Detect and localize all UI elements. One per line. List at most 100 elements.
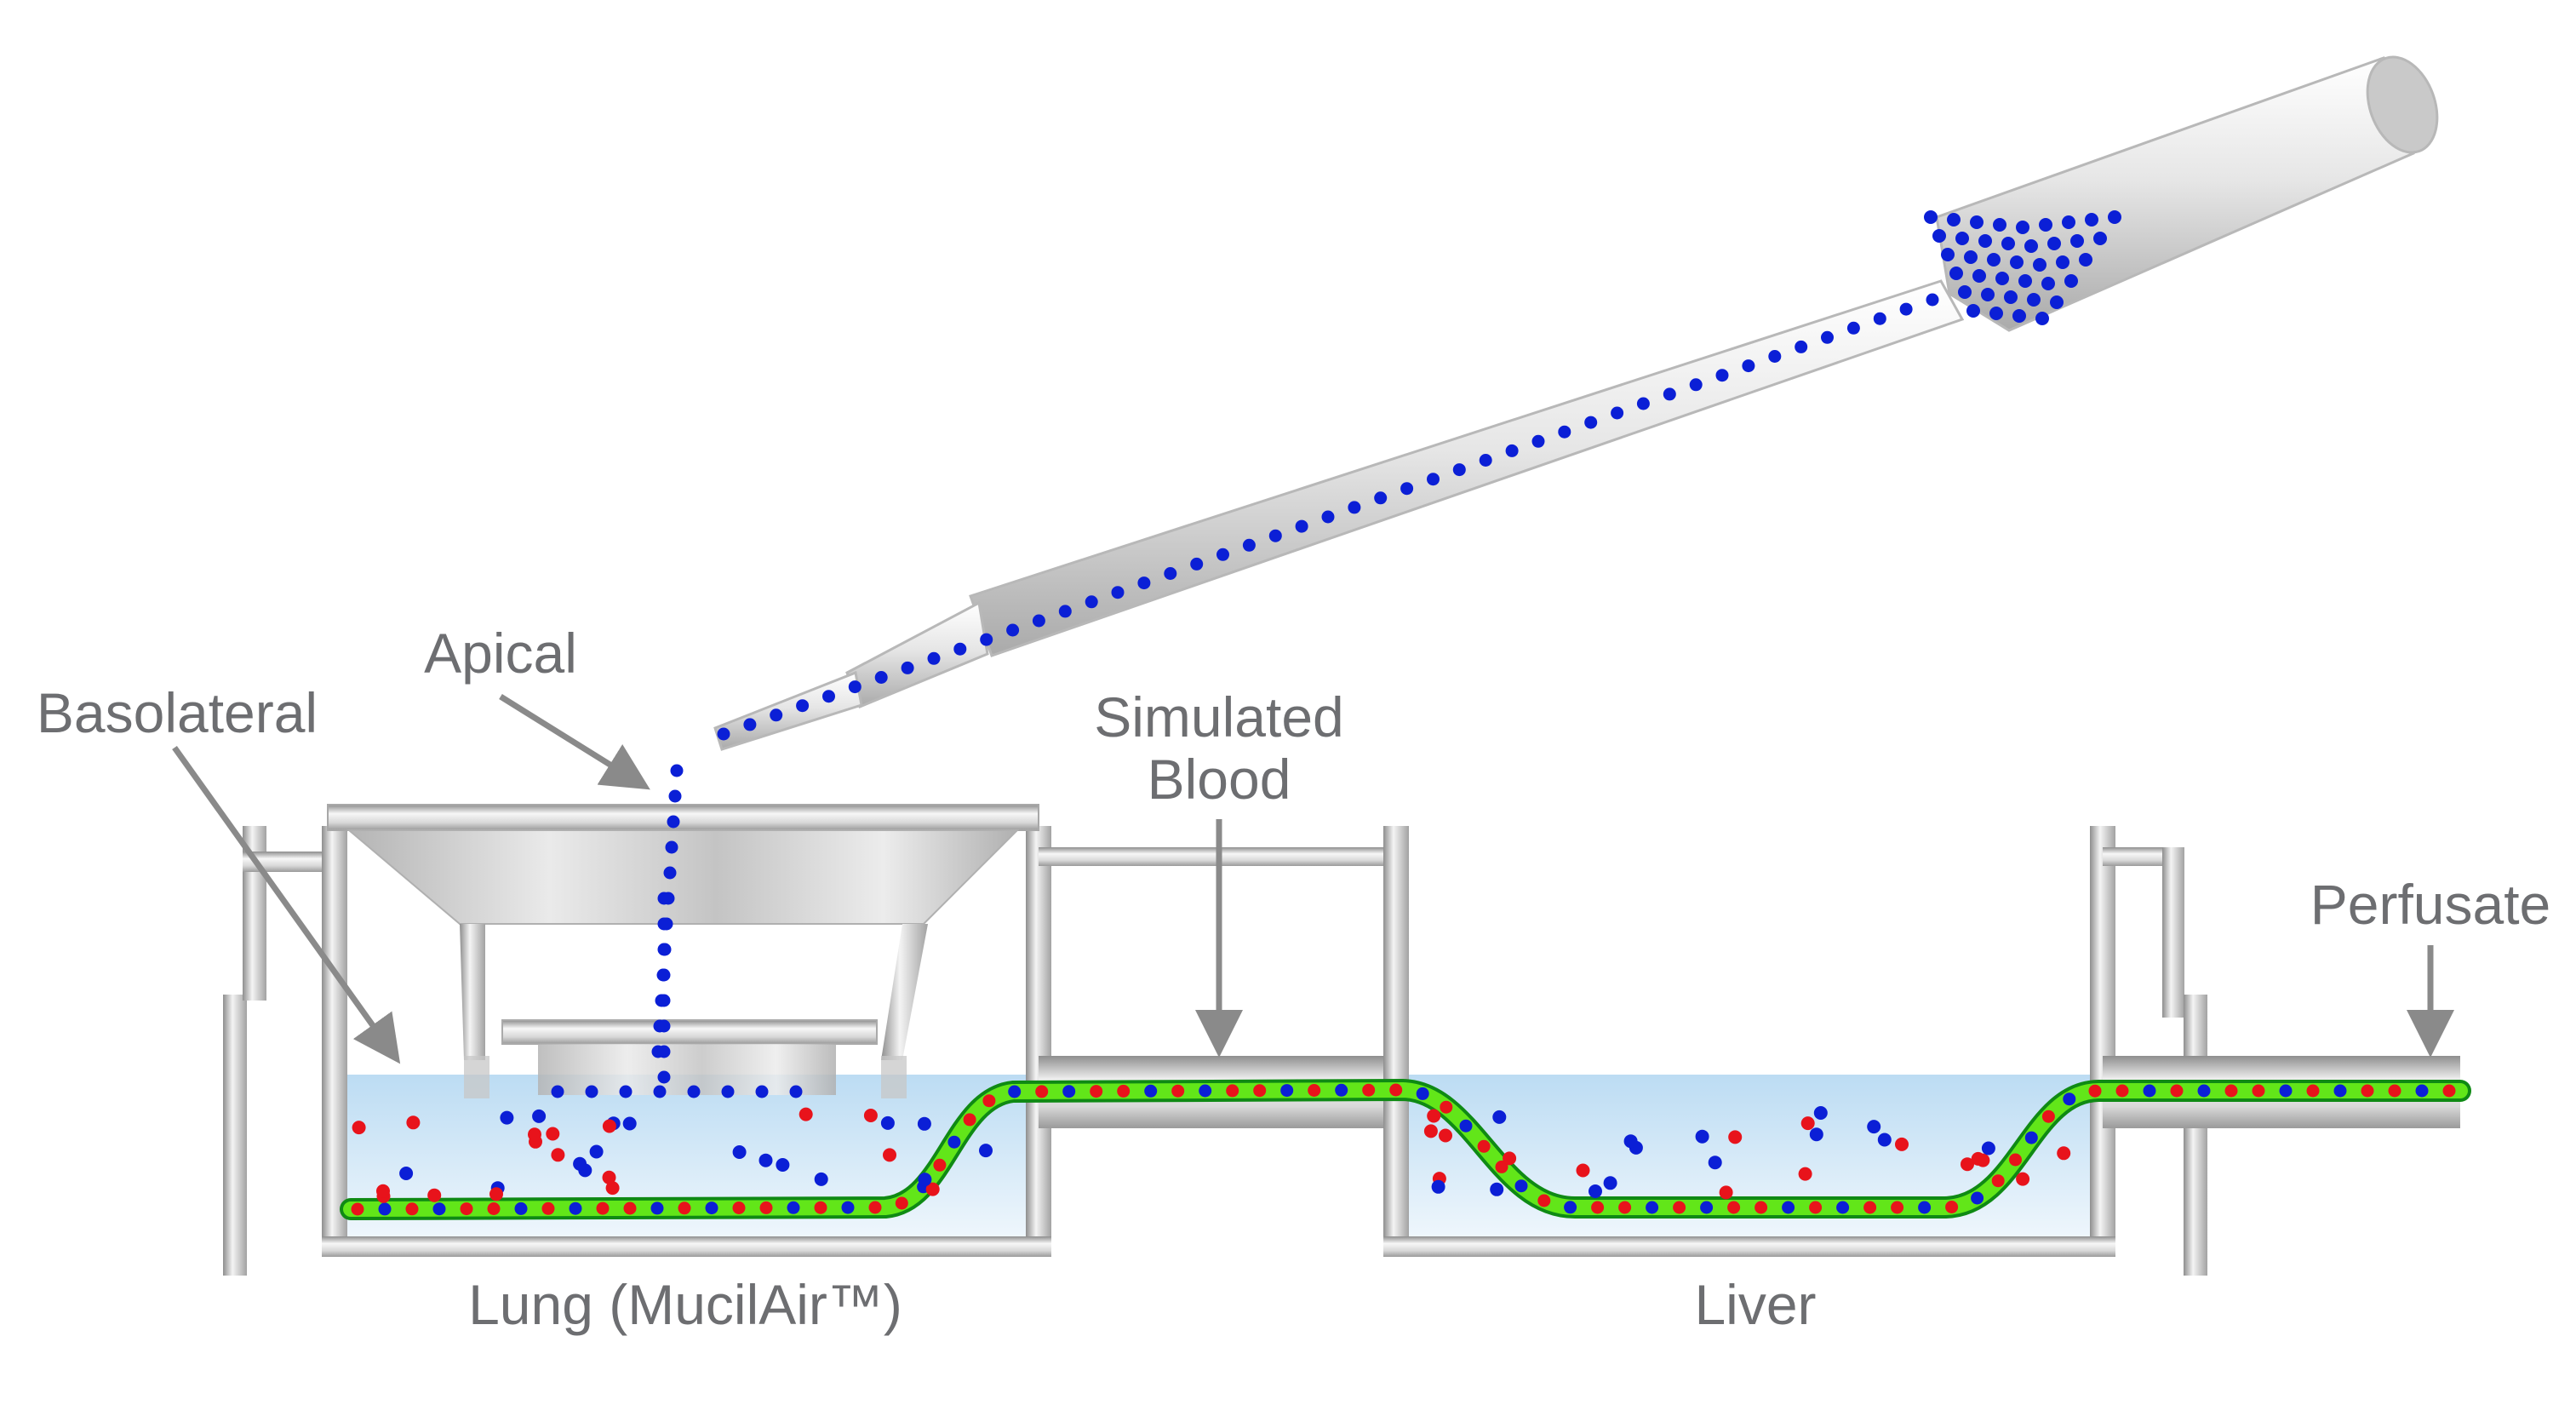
particle-icon <box>2001 237 2015 250</box>
particle-icon <box>1795 340 1808 353</box>
particle-icon <box>963 1113 976 1127</box>
particle-icon <box>755 1085 769 1098</box>
particle-icon <box>2016 1172 2030 1186</box>
particle-icon <box>1308 1084 1321 1097</box>
particle-icon <box>1090 1085 1103 1098</box>
particle-icon <box>1971 1191 1984 1205</box>
particle-icon <box>2252 1084 2265 1098</box>
particle-icon <box>1899 302 1913 316</box>
particle-icon <box>1867 1120 1881 1134</box>
particle-icon <box>1800 1116 1815 1131</box>
particle-icon <box>1492 1110 1507 1124</box>
particle-icon <box>551 1085 564 1098</box>
particle-icon <box>405 1202 419 1216</box>
falling-particles <box>551 764 803 1098</box>
particle-icon <box>1727 1201 1741 1214</box>
particle-icon <box>1503 1151 1517 1166</box>
particle-icon <box>770 708 783 722</box>
particle-icon <box>528 1127 541 1142</box>
particle-icon <box>1611 406 1624 420</box>
particle-icon <box>1836 1201 1850 1214</box>
particle-icon <box>569 1201 582 1215</box>
particle-icon <box>2062 215 2075 229</box>
particle-icon <box>2361 1084 2374 1098</box>
particle-icon <box>814 1172 828 1186</box>
pipette-particles <box>717 293 1939 741</box>
particle-icon <box>663 866 677 880</box>
particle-icon <box>622 1116 637 1131</box>
particle-icon <box>2035 312 2049 325</box>
particle-icon <box>1006 623 1020 637</box>
particle-icon <box>868 1201 882 1214</box>
particle-icon <box>605 1181 620 1196</box>
particle-icon <box>2050 295 2064 309</box>
particle-icon <box>841 1201 855 1214</box>
particle-icon <box>1117 1084 1131 1098</box>
particle-icon <box>1603 1176 1617 1190</box>
membrane-particles <box>351 1083 2456 1216</box>
particle-icon <box>1348 501 1361 514</box>
particle-icon <box>1768 350 1782 363</box>
particle-icon <box>399 1167 414 1180</box>
particle-icon <box>1427 1109 1441 1123</box>
particle-icon <box>1926 293 1939 307</box>
particle-icon <box>1941 248 1955 261</box>
pipette-icon <box>713 55 2439 751</box>
particle-icon <box>1362 1083 1376 1097</box>
particle-icon <box>1877 1133 1892 1147</box>
particle-icon <box>980 633 993 646</box>
particle-icon <box>1646 1201 1659 1214</box>
particle-icon <box>1032 614 1045 628</box>
particle-icon <box>2024 1131 2038 1144</box>
particle-icon <box>796 699 810 713</box>
particle-icon <box>1947 213 1961 227</box>
particle-icon <box>1190 557 1204 571</box>
particle-icon <box>2108 210 2121 224</box>
particle-icon <box>925 1182 940 1196</box>
particle-icon <box>2388 1084 2401 1098</box>
particle-icon <box>1226 1084 1239 1098</box>
particle-icon <box>1335 1083 1348 1097</box>
particle-icon <box>1813 1106 1828 1120</box>
particle-icon <box>1782 1201 1795 1214</box>
particle-icon <box>1321 510 1335 524</box>
particle-icon <box>1111 586 1125 599</box>
particle-icon <box>863 1109 878 1122</box>
particle-icon <box>1085 595 1098 609</box>
particle-icon <box>1144 1084 1158 1098</box>
particle-icon <box>2004 290 2018 304</box>
particle-icon <box>2415 1084 2429 1098</box>
particle-icon <box>2079 253 2092 267</box>
particle-icon <box>1895 1137 1909 1151</box>
particle-icon <box>1995 272 2009 285</box>
particle-icon <box>787 1201 800 1214</box>
lung-label: Lung (MucilAir™) <box>468 1273 902 1336</box>
particle-icon <box>657 917 671 931</box>
particle-icon <box>721 1085 735 1098</box>
particle-icon <box>376 1184 390 1198</box>
particle-icon <box>619 1085 633 1098</box>
particle-icon <box>1673 1201 1686 1214</box>
particle-icon <box>2085 213 2098 227</box>
particle-icon <box>427 1188 442 1202</box>
particle-icon <box>1280 1084 1294 1098</box>
particle-icon <box>1558 425 1571 439</box>
particle-icon <box>918 1173 932 1187</box>
particle-icon <box>1873 312 1886 325</box>
particle-icon <box>799 1107 813 1121</box>
particle-icon <box>1623 1134 1638 1149</box>
particle-icon <box>1755 1201 1768 1214</box>
particle-icon <box>1728 1130 1743 1144</box>
particle-icon <box>1505 444 1519 457</box>
particle-icon <box>979 1144 993 1158</box>
particle-icon <box>1972 269 1986 283</box>
particle-icon <box>602 1170 616 1184</box>
basolateral-label: Basolateral <box>37 681 318 744</box>
particle-icon <box>758 1153 773 1167</box>
particle-icon <box>352 1121 366 1135</box>
particle-icon <box>933 1158 947 1172</box>
particle-icon <box>1987 253 2001 267</box>
particle-icon <box>406 1115 421 1130</box>
particle-icon <box>2143 1084 2156 1098</box>
particle-icon <box>1242 538 1256 552</box>
